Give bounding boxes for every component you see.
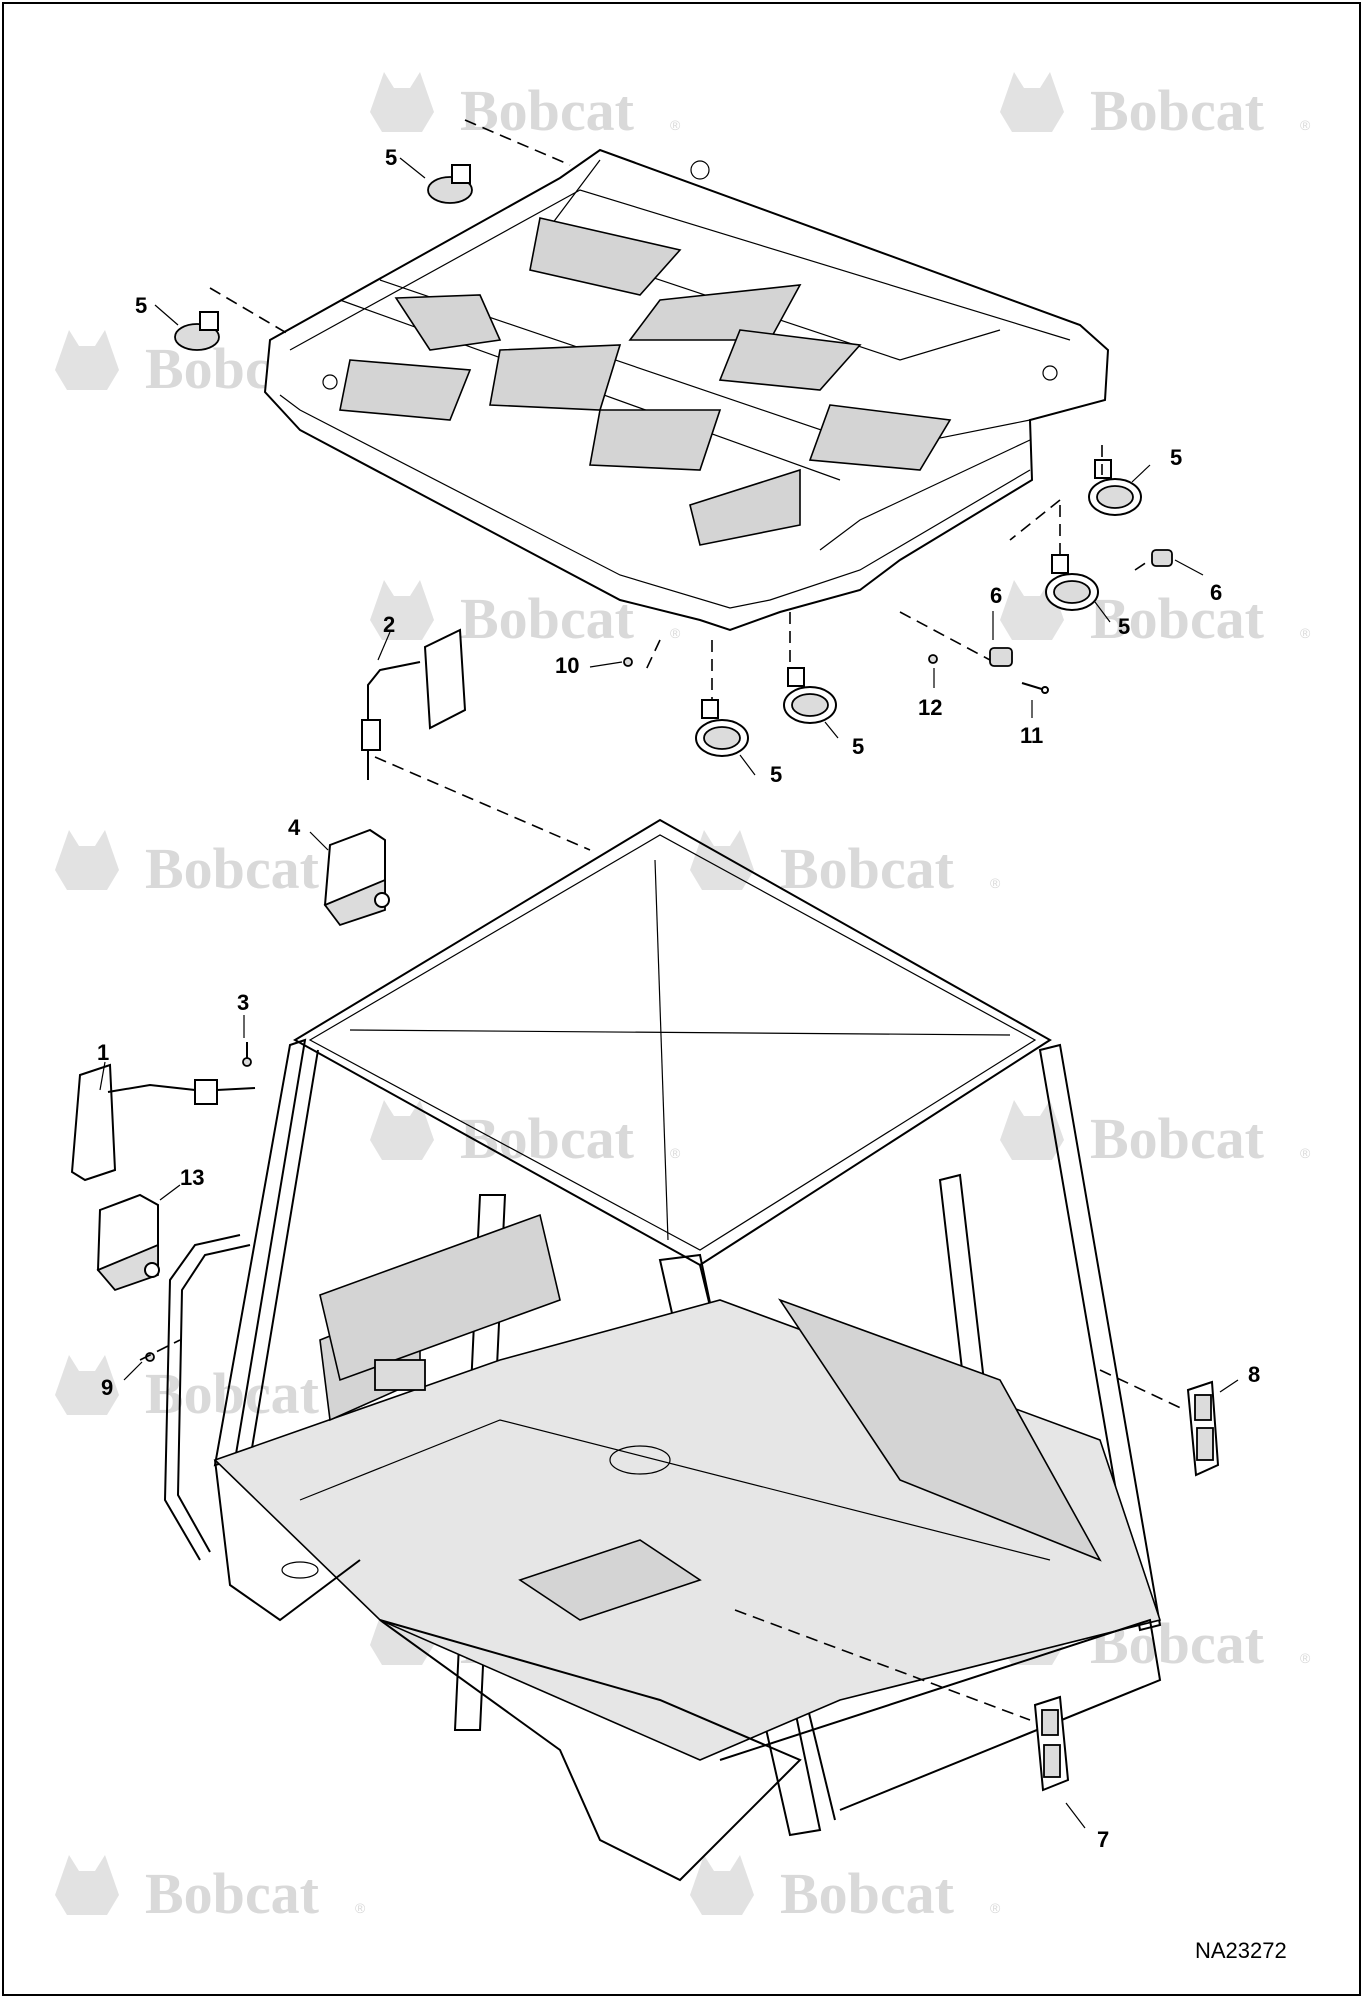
bobcat-logo-icon [370,580,434,640]
leader-lines [99,157,1239,1829]
roof-panel [263,148,1110,632]
svg-text:®: ® [670,117,681,133]
lamp-13 [96,1193,160,1292]
watermark: Bobcat ® [55,1855,366,1926]
plug-6-upper [1151,549,1173,567]
callout-6: 6 [1210,580,1222,605]
callouts: 5 5 5 6 6 5 2 10 12 11 5 5 4 3 1 13 9 8 … [97,145,1260,1852]
watermark: Bobcat ® [690,830,1001,901]
bolt-11 [1021,682,1049,694]
svg-text:Bobcat: Bobcat [780,836,955,901]
watermark: Bobcat ® [1000,580,1311,651]
callout-1: 1 [97,1040,109,1065]
svg-text:®: ® [355,1400,366,1416]
roof-recess [689,468,801,546]
svg-text:Bobcat: Bobcat [1090,1106,1265,1171]
work-light-5-left-lower [695,699,749,757]
svg-text:Bobcat: Bobcat [460,1106,635,1171]
svg-text:Bobcat: Bobcat [460,586,635,651]
work-light-5-right-upper [1088,459,1142,516]
mirror-2 [361,628,467,780]
bobcat-logo-icon [370,1100,434,1160]
nut-10 [623,657,633,667]
callout-5: 5 [385,145,397,170]
drawing-number: NA23272 [1195,1938,1287,1963]
watermark: Bobcat ® [1000,72,1311,143]
callout-2: 2 [383,612,395,637]
mirror-1 [70,1063,256,1182]
roof-recess [394,294,502,351]
cab-frame [163,818,1162,1882]
callout-8: 8 [1248,1362,1260,1387]
svg-text:®: ® [1300,1145,1311,1161]
svg-text:®: ® [670,1145,681,1161]
bobcat-logo-icon [370,72,434,132]
callout-6: 6 [990,583,1002,608]
work-light-5-center [783,667,837,724]
svg-text:®: ® [355,1900,366,1916]
work-light-5-top-left [427,164,473,204]
watermark: Bobcat ® [370,580,681,651]
roof-recess [718,329,862,391]
svg-text:®: ® [990,1900,1001,1916]
callout-5: 5 [852,734,864,759]
callout-13: 13 [180,1165,204,1190]
callout-12: 12 [918,695,942,720]
watermark: Bobcat ® [1000,1100,1311,1171]
watermark: Bobcat ® [370,72,681,143]
svg-text:®: ® [670,625,681,641]
callout-5: 5 [1170,445,1182,470]
callout-10: 10 [555,653,579,678]
svg-text:Bobcat: Bobcat [1090,78,1265,143]
callout-9: 9 [101,1375,113,1400]
roof-recess [589,409,722,471]
work-light-5-mid-left [174,311,220,351]
tail-light-8 [1186,1380,1220,1477]
lamp-4 [323,828,390,927]
tail-light-7 [1033,1695,1070,1792]
work-light-5-right-lower [1045,554,1099,611]
callout-5: 5 [770,762,782,787]
callout-5: 5 [1118,614,1130,639]
bobcat-logo-icon [1000,1100,1064,1160]
callout-3: 3 [237,990,249,1015]
bobcat-logo-icon [690,1855,754,1915]
screw-3 [242,1042,252,1067]
bobcat-logo-icon [55,330,119,390]
watermark: Bobcat ® [55,830,366,901]
roof-recess [339,359,472,421]
roof-recess [529,217,682,296]
callout-5: 5 [135,293,147,318]
plug-6-lower [989,647,1013,667]
svg-text:®: ® [1300,1650,1311,1666]
nut-12 [928,654,938,664]
watermark: Bobcat ® [370,1100,681,1171]
assembly-lines [139,119,1186,1721]
callout-11: 11 [1020,723,1043,748]
svg-text:Bobcat: Bobcat [1090,586,1265,651]
svg-text:®: ® [1300,625,1311,641]
bobcat-logo-icon [55,1355,119,1415]
callout-4: 4 [288,815,301,840]
bobcat-logo-icon [55,830,119,890]
callout-7: 7 [1097,1827,1109,1852]
svg-text:Bobcat: Bobcat [780,1861,955,1926]
roof-recess [808,404,952,471]
bobcat-logo-icon [1000,72,1064,132]
svg-text:®: ® [990,875,1001,891]
svg-text:®: ® [1300,117,1311,133]
svg-text:Bobcat: Bobcat [460,78,635,143]
svg-text:Bobcat: Bobcat [145,1861,320,1926]
svg-text:Bobcat: Bobcat [145,836,320,901]
bobcat-logo-icon [55,1855,119,1915]
watermark: Bobcat ® [690,1855,1001,1926]
